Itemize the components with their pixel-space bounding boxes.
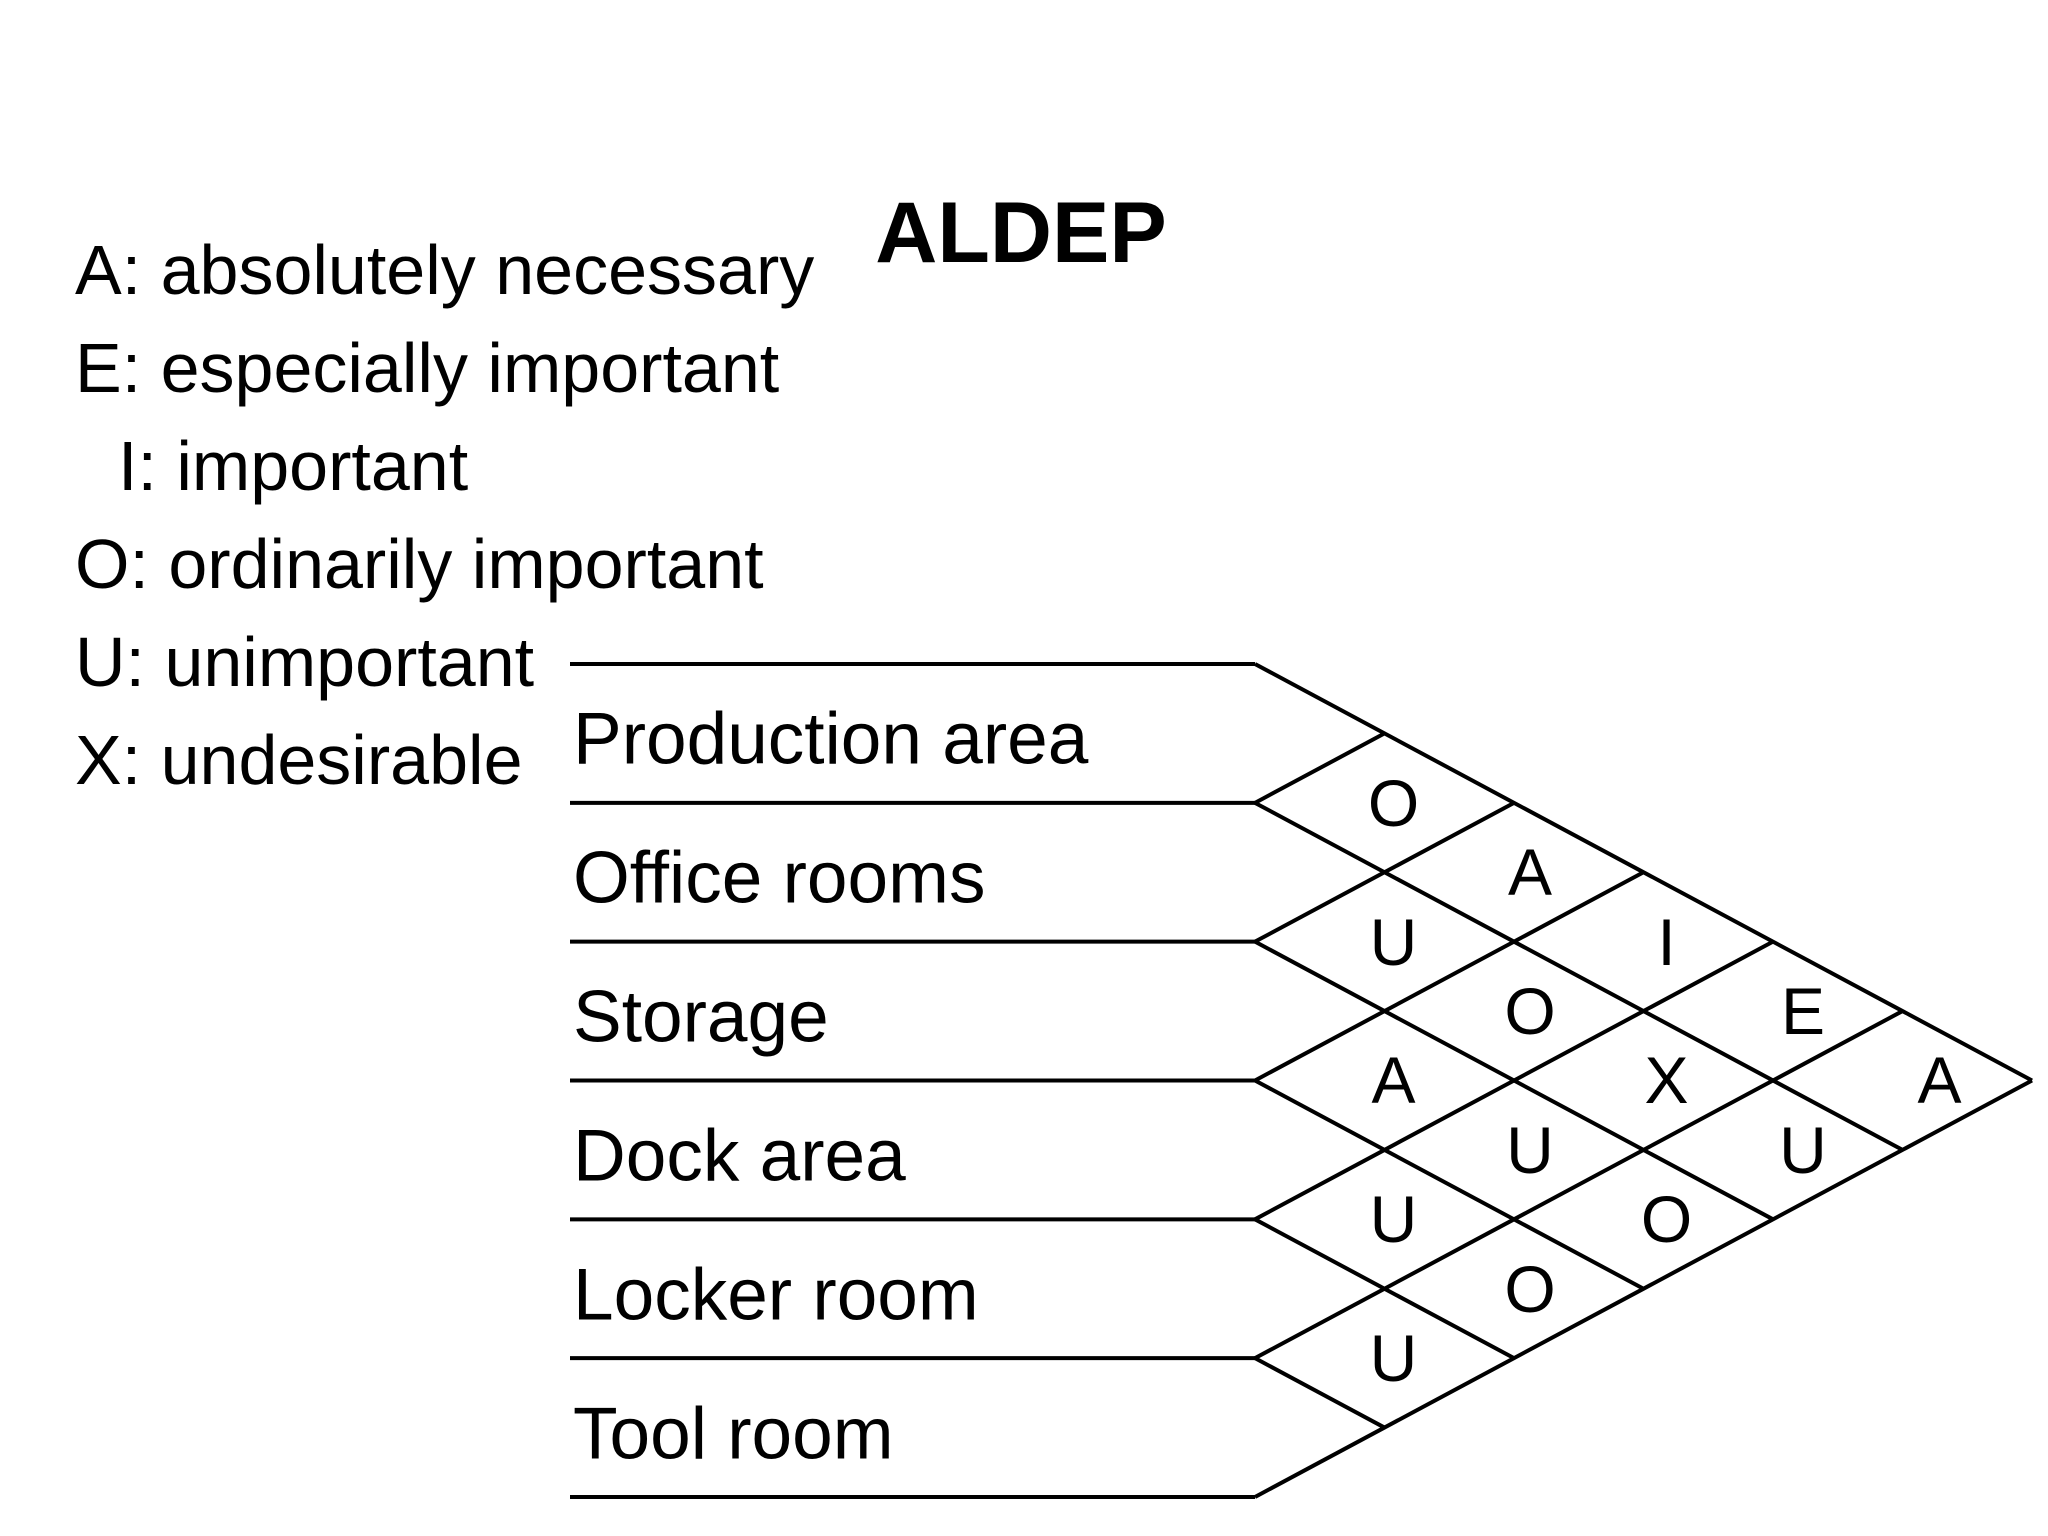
cell-rating-2-3: U [1369, 904, 1418, 979]
lattice-line [1254, 1078, 2033, 1499]
legend-item-O: O: ordinarily important [75, 525, 764, 603]
room-label-dock-area: Dock area [573, 1115, 906, 1197]
cell-rating-1-4: I [1657, 904, 1676, 979]
cell-rating-2-5: X [1644, 1043, 1689, 1118]
cell-rating-2-4: O [1504, 974, 1556, 1049]
legend-item-X: X: undesirable [75, 721, 523, 799]
legend-item-A: A: absolutely necessary [75, 231, 815, 309]
cell-rating-4-5: U [1369, 1182, 1418, 1257]
lattice-line [1254, 1009, 1904, 1360]
lattice-line [1254, 801, 1904, 1152]
lattice-line [1254, 1356, 1386, 1430]
cell-rating-4-6: O [1504, 1251, 1556, 1326]
room-label-locker-room: Locker room [573, 1254, 979, 1336]
room-label-storage: Storage [573, 976, 829, 1058]
cell-rating-3-5: U [1506, 1112, 1554, 1187]
page-title: ALDEP [875, 185, 1167, 281]
legend-item-U: U: unimportant [75, 623, 535, 701]
cell-rating-1-2: O [1367, 765, 1420, 840]
room-label-production-area: Production area [573, 698, 1089, 780]
legend-item-E: E: especially important [75, 329, 780, 407]
cell-rating-5-6: U [1369, 1321, 1418, 1396]
cell-rating-2-6: U [1779, 1112, 1827, 1187]
lattice-line [1254, 870, 1645, 1083]
legend-item-I: I: important [118, 427, 469, 505]
room-label-office-rooms: Office rooms [573, 837, 986, 919]
lattice-line [1254, 731, 1386, 805]
cell-rating-1-3: A [1507, 835, 1553, 910]
cell-rating-1-5: E [1780, 974, 1826, 1049]
lattice-line [1254, 939, 1774, 1222]
lattice-line [1254, 801, 1515, 944]
cell-rating-1-6: A [1917, 1043, 1962, 1118]
cell-rating-3-4: A [1371, 1043, 1416, 1118]
cell-rating-3-6: O [1640, 1182, 1693, 1257]
lattice-line [1254, 1078, 1645, 1291]
room-label-tool-room: Tool room [573, 1393, 894, 1475]
